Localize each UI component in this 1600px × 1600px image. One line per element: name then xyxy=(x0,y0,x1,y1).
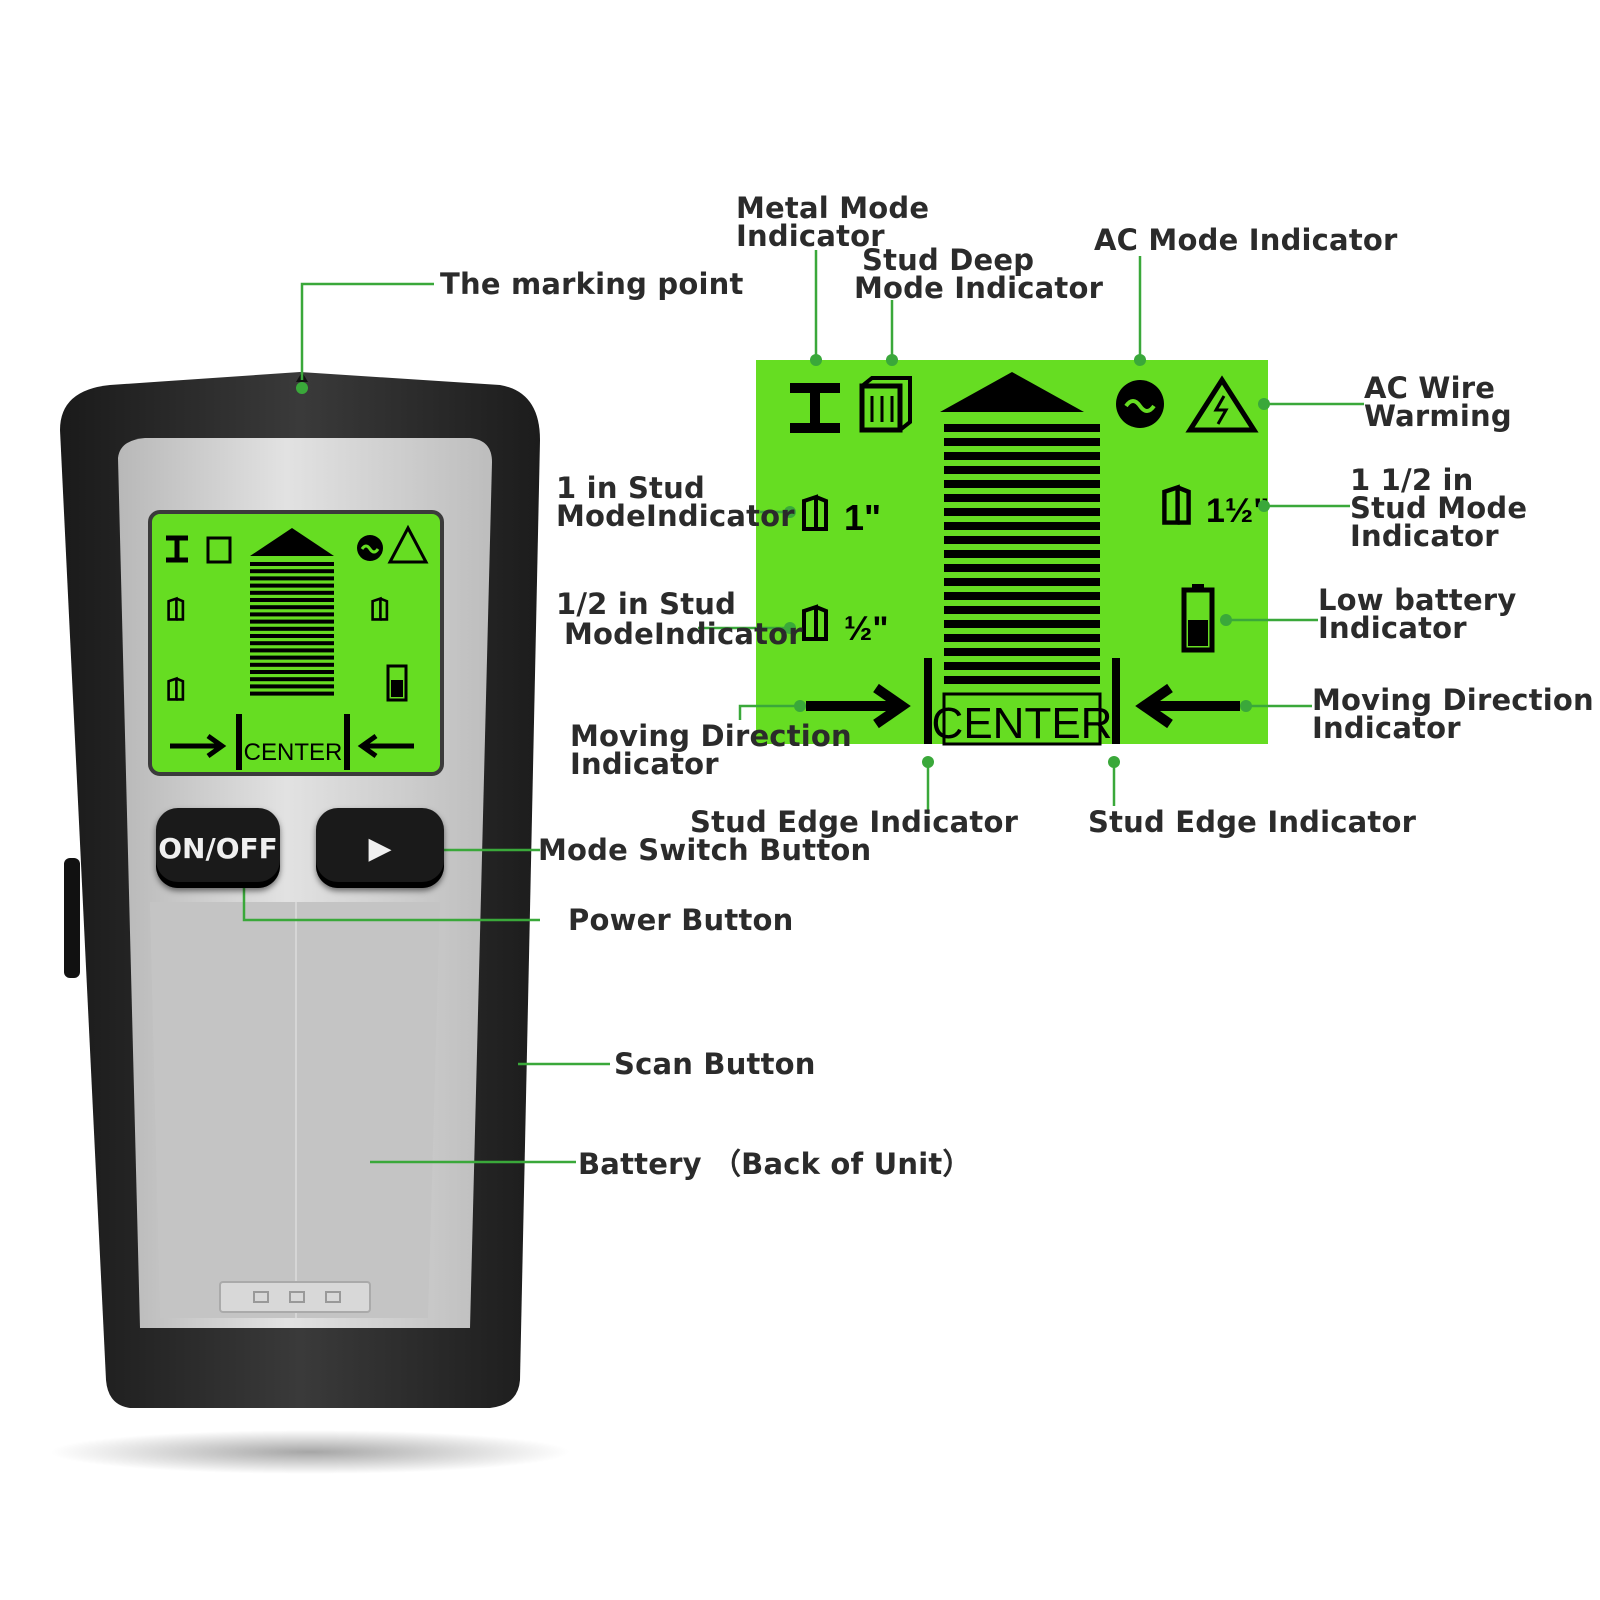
ac-mode-icon xyxy=(1116,380,1164,428)
device-signal-bar xyxy=(250,612,334,617)
signal-bar xyxy=(944,676,1100,684)
label-moving-right-line1: Moving Direction xyxy=(1312,683,1594,717)
label-stud-deep-line2: Mode Indicator xyxy=(854,271,1104,305)
stud-1in-text: 1" xyxy=(844,497,881,538)
signal-strength-bars xyxy=(944,424,1100,684)
signal-bar xyxy=(944,648,1100,656)
label-ac-wire-line1: AC Wire xyxy=(1364,371,1496,405)
device-signal-bar xyxy=(250,626,334,631)
device-signal-bar xyxy=(250,684,334,689)
scan-button-side xyxy=(64,858,80,978)
device-lcd-screen: CENTER xyxy=(148,510,444,776)
device-shadow xyxy=(50,1430,570,1474)
callout-marking-point xyxy=(300,282,434,380)
device-signal-bar xyxy=(250,677,334,682)
label-stud-1in-line2: ModeIndicator xyxy=(556,499,795,533)
signal-arrow-top xyxy=(940,372,1084,412)
label-low-battery-line2: Indicator xyxy=(1318,611,1467,645)
signal-bar xyxy=(944,620,1100,628)
label-stud-deep-line1: Stud Deep xyxy=(862,243,1035,277)
device-signal-bar xyxy=(250,590,334,595)
battery-latch xyxy=(219,1281,371,1313)
signal-bar xyxy=(944,466,1100,474)
stud-1-5in-text: 1½" xyxy=(1206,492,1269,530)
label-stud-1-5in-line3: Indicator xyxy=(1350,519,1499,553)
signal-bar xyxy=(944,536,1100,544)
signal-bar xyxy=(944,578,1100,586)
device-signal-bar xyxy=(250,569,334,574)
label-ac-mode: AC Mode Indicator xyxy=(1094,223,1398,257)
label-stud-half-line2: ModeIndicator xyxy=(564,617,803,651)
signal-bar xyxy=(944,550,1100,558)
signal-bar xyxy=(944,480,1100,488)
label-metal-mode-line1: Metal Mode xyxy=(736,191,930,225)
callout-lines xyxy=(242,250,1364,1164)
signal-bar xyxy=(944,452,1100,460)
label-stud-edge-right: Stud Edge Indicator xyxy=(1088,805,1417,839)
moving-direction-left-arrow xyxy=(1135,683,1240,729)
stud-edge-left-bar xyxy=(924,658,932,744)
label-mode-switch-button: Mode Switch Button xyxy=(538,833,872,867)
label-stud-1in-line1: 1 in Stud xyxy=(556,471,705,505)
device-signal-bar xyxy=(250,662,334,667)
signal-bar xyxy=(944,508,1100,516)
callout-dots xyxy=(296,354,1270,768)
label-battery: Battery （Back of Unit） xyxy=(578,1147,972,1181)
device-signal-bar xyxy=(250,655,334,660)
device-signal-bar xyxy=(250,648,334,653)
label-stud-edge-left: Stud Edge Indicator xyxy=(690,805,1019,839)
device-signal-bar xyxy=(250,562,334,566)
device-lcd-center-text: CENTER xyxy=(244,739,343,766)
signal-bar xyxy=(944,494,1100,502)
label-scan-button: Scan Button xyxy=(614,1047,816,1081)
callout-moving-left xyxy=(738,704,800,720)
lcd-center-text: CENTER xyxy=(932,699,1113,748)
signal-bar xyxy=(944,522,1100,530)
label-marking-point: The marking point xyxy=(440,267,744,301)
label-power-button: Power Button xyxy=(568,903,794,937)
stud-half-in-text: ½" xyxy=(844,610,888,648)
label-moving-right-line2: Indicator xyxy=(1312,711,1461,745)
device-signal-bar xyxy=(250,605,334,610)
signal-bar xyxy=(944,606,1100,614)
stud-1in-icon: 1" xyxy=(804,497,881,538)
label-stud-1-5in-line1: 1 1/2 in xyxy=(1350,463,1474,497)
lcd-zoom-panel: 1" 1½" ½" CENTER xyxy=(756,360,1269,748)
device-signal-bar xyxy=(250,634,334,638)
mode-switch-button[interactable]: ▶ xyxy=(316,808,444,888)
label-stud-1-5in-line2: Stud Mode xyxy=(1350,491,1528,525)
label-moving-left-line2: Indicator xyxy=(570,747,719,781)
label-stud-half-line1: 1/2 in Stud xyxy=(556,587,737,621)
stud-edge-right-bar xyxy=(1112,658,1120,744)
stud-half-in-icon: ½" xyxy=(804,607,888,648)
label-ac-wire-line2: Warming xyxy=(1364,399,1512,433)
device-signal-bar xyxy=(250,619,334,624)
device-signal-bar xyxy=(250,691,334,696)
signal-bar xyxy=(944,564,1100,572)
device-signal-bar xyxy=(250,576,334,581)
device-signal-bar xyxy=(250,641,334,646)
device-signal-bar xyxy=(250,670,334,674)
signal-bar xyxy=(944,424,1100,432)
stud-deep-mode-icon xyxy=(859,376,912,433)
stud-1-5in-icon: 1½" xyxy=(1164,487,1269,530)
signal-bar xyxy=(944,438,1100,446)
ac-wire-warning-icon xyxy=(1185,375,1259,433)
metal-mode-icon xyxy=(790,383,840,433)
label-moving-left-line1: Moving Direction xyxy=(570,719,852,753)
signal-bar xyxy=(944,662,1100,670)
low-battery-icon xyxy=(1181,584,1215,653)
moving-direction-right-arrow xyxy=(806,683,911,729)
power-button[interactable]: ON/OFF xyxy=(156,808,280,888)
signal-bar xyxy=(944,634,1100,642)
label-metal-mode-line2: Indicator xyxy=(736,219,885,253)
device-signal-bar xyxy=(250,598,334,602)
signal-bar xyxy=(944,592,1100,600)
label-low-battery-line1: Low battery xyxy=(1318,583,1517,617)
device-signal-bar xyxy=(250,583,334,588)
